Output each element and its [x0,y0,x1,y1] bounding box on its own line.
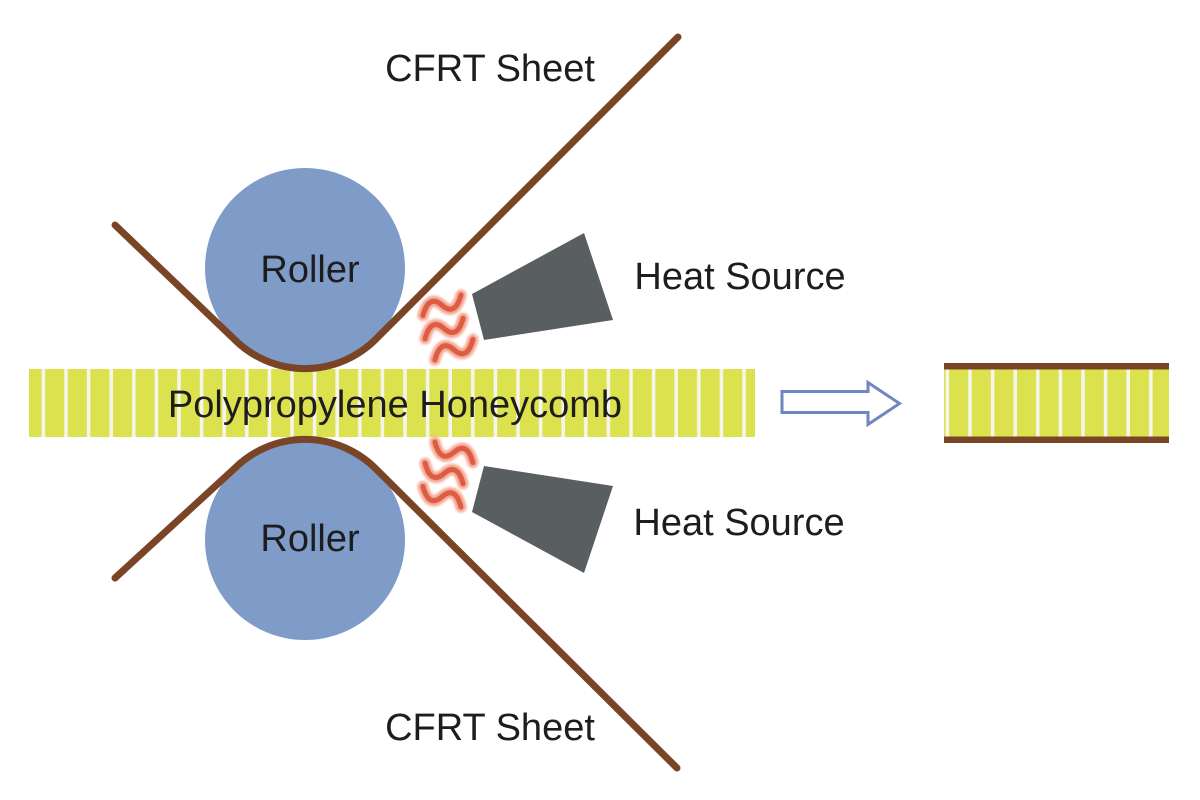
heat-source-bottom-label: Heat Source [633,502,844,544]
roller-bottom-circle [205,440,405,640]
honeycomb-band [29,369,755,437]
roller-bottom-label: Roller [260,518,360,560]
cfrt-sheet-bottom-line [111,436,681,772]
cfrt-sheet-top-label: CFRT Sheet [385,48,595,90]
roller-top-circle [205,168,405,368]
cfrt-sheet-top-line [111,33,682,372]
honeycomb-label: Polypropylene Honeycomb [168,384,622,426]
flow-arrow-icon [780,379,903,428]
output-panel [944,363,1169,443]
roller-top-label: Roller [260,249,360,291]
heat-source-top-shape [472,233,613,340]
output-panel-bottom-facing [944,436,1169,443]
output-panel-top-facing [944,363,1169,370]
output-panel-core [944,369,1169,437]
heat-source-bottom-shape [472,466,613,573]
cfrt-sheet-bottom-label: CFRT Sheet [385,707,595,749]
heat-source-top-label: Heat Source [634,256,845,298]
